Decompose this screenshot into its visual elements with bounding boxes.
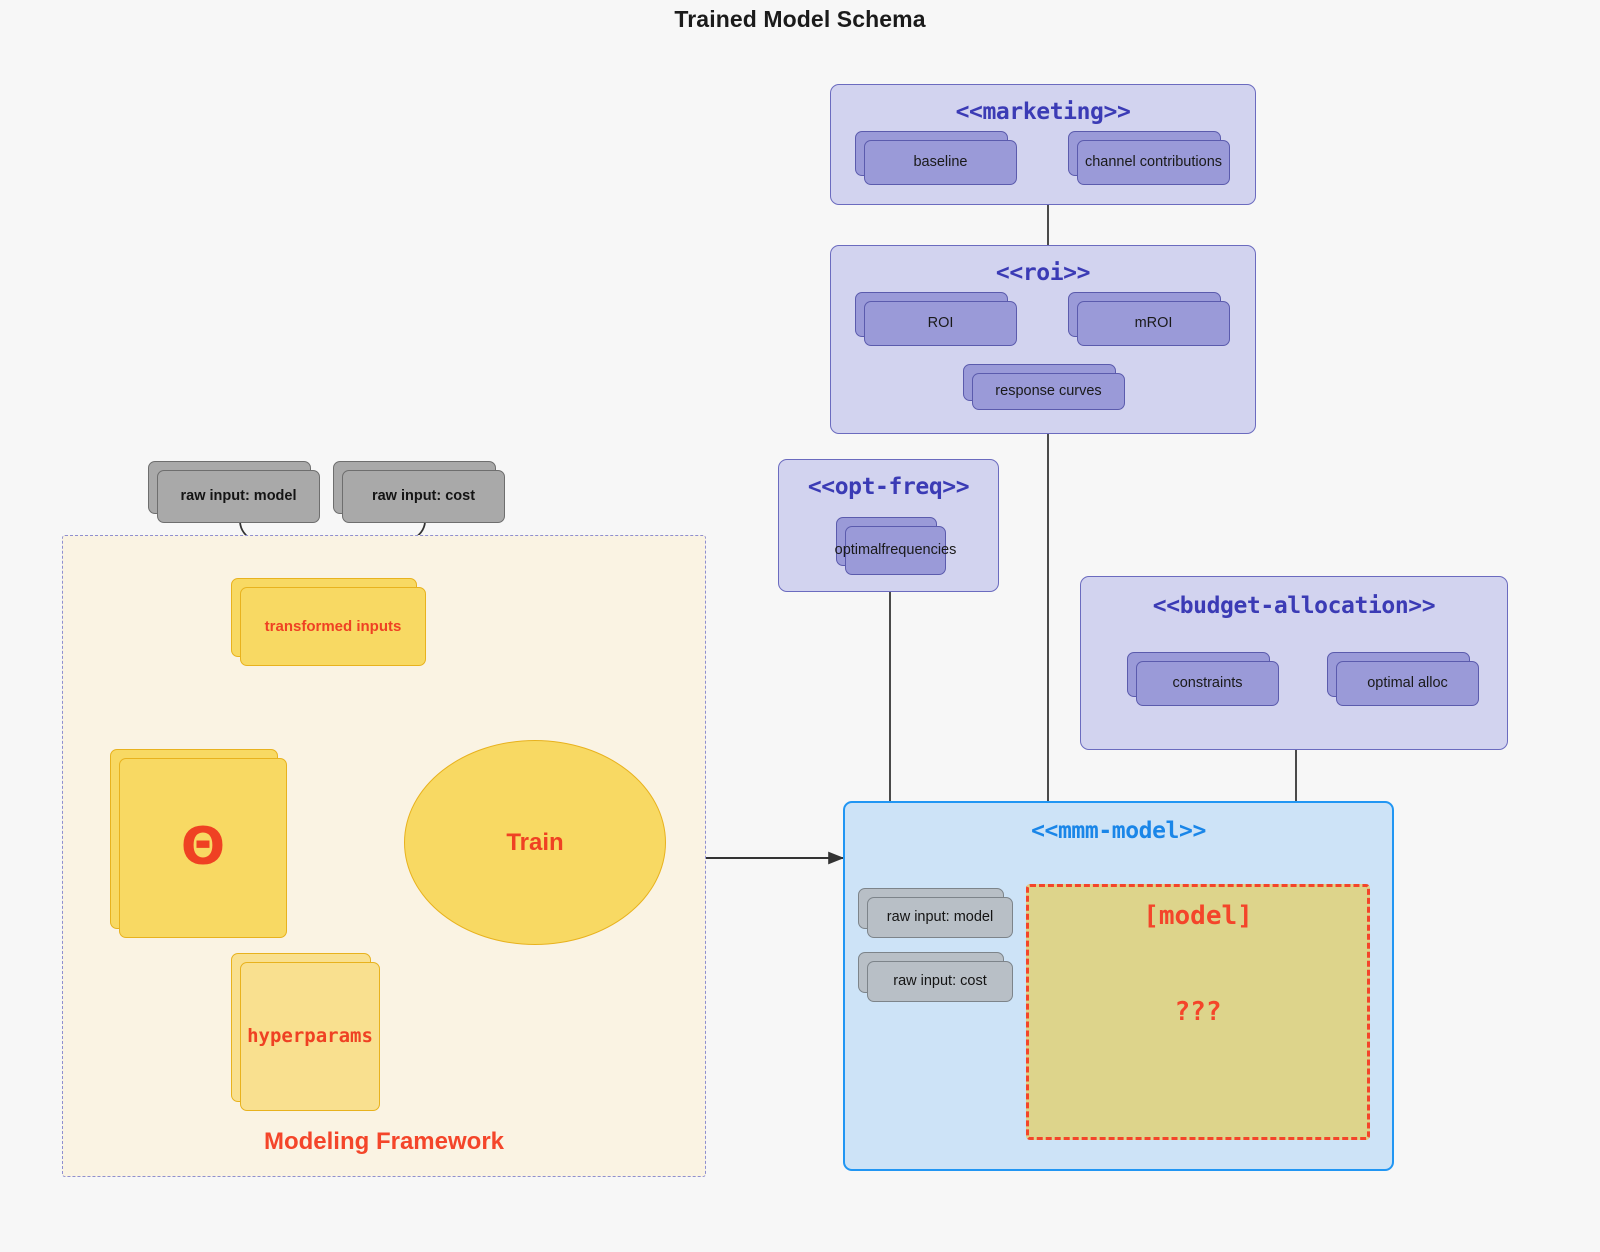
node-response-curves[interactable]: response curves <box>963 364 1125 410</box>
package-roi-title: <<roi>> <box>995 260 1091 286</box>
node-hyperparams-label: hyperparams <box>240 962 380 1111</box>
modeling-framework-label: Modeling Framework <box>263 1128 505 1155</box>
node-mmm-raw-input-model[interactable]: raw input: model <box>858 888 1013 938</box>
node-train-label: Train <box>506 828 564 856</box>
node-baseline[interactable]: baseline <box>855 131 1017 185</box>
node-hyperparams[interactable]: hyperparams <box>231 953 380 1111</box>
node-mmm-raw-input-cost-label: raw input: cost <box>867 961 1013 1002</box>
model-placeholder-title: [model] <box>1143 901 1253 931</box>
node-train[interactable]: Train <box>404 740 666 945</box>
raw-input-cost-label: raw input: cost <box>342 470 505 523</box>
package-marketing-title: <<marketing>> <box>955 99 1131 125</box>
raw-input-model-label: raw input: model <box>157 470 320 523</box>
node-baseline-label: baseline <box>864 140 1017 185</box>
node-optimal-frequencies-line2: frequencies <box>881 541 957 558</box>
node-theta-label: Θ <box>119 758 287 938</box>
node-mmm-raw-input-cost[interactable]: raw input: cost <box>858 952 1013 1002</box>
node-response-curves-label: response curves <box>972 373 1125 410</box>
node-optimal-frequencies-line1: optimal <box>834 541 882 558</box>
page-title: Trained Model Schema <box>674 6 926 32</box>
model-placeholder-box[interactable]: [model] ??? <box>1026 884 1370 1140</box>
node-roi-label: ROI <box>864 301 1017 346</box>
node-optimal-frequencies[interactable]: optimal frequencies <box>835 517 956 575</box>
node-roi[interactable]: ROI <box>855 292 1017 346</box>
node-mmm-raw-input-model-label: raw input: model <box>867 897 1013 938</box>
node-channel-contributions-label: channel contributions <box>1077 140 1230 185</box>
raw-input-cost-card[interactable]: raw input: cost <box>333 461 505 523</box>
node-theta[interactable]: Θ <box>110 749 287 938</box>
package-budget-allocation-title: <<budget-allocation>> <box>1152 593 1436 619</box>
node-optimal-alloc[interactable]: optimal alloc <box>1327 652 1479 706</box>
node-constraints[interactable]: constraints <box>1127 652 1279 706</box>
node-constraints-label: constraints <box>1136 661 1279 706</box>
node-mroi[interactable]: mROI <box>1068 292 1230 346</box>
node-optimal-frequencies-label: optimal frequencies <box>835 526 956 575</box>
raw-input-model-card[interactable]: raw input: model <box>148 461 320 523</box>
package-opt-freq-title: <<opt-freq>> <box>807 474 970 500</box>
node-transformed-inputs[interactable]: transformed inputs <box>231 578 426 666</box>
package-mmm-model-title: <<mmm-model>> <box>1031 818 1206 844</box>
node-optimal-alloc-label: optimal alloc <box>1336 661 1479 706</box>
node-transformed-inputs-label: transformed inputs <box>240 587 426 666</box>
model-placeholder-subtitle: ??? <box>1174 997 1222 1027</box>
node-mroi-label: mROI <box>1077 301 1230 346</box>
node-channel-contributions[interactable]: channel contributions <box>1068 131 1230 185</box>
